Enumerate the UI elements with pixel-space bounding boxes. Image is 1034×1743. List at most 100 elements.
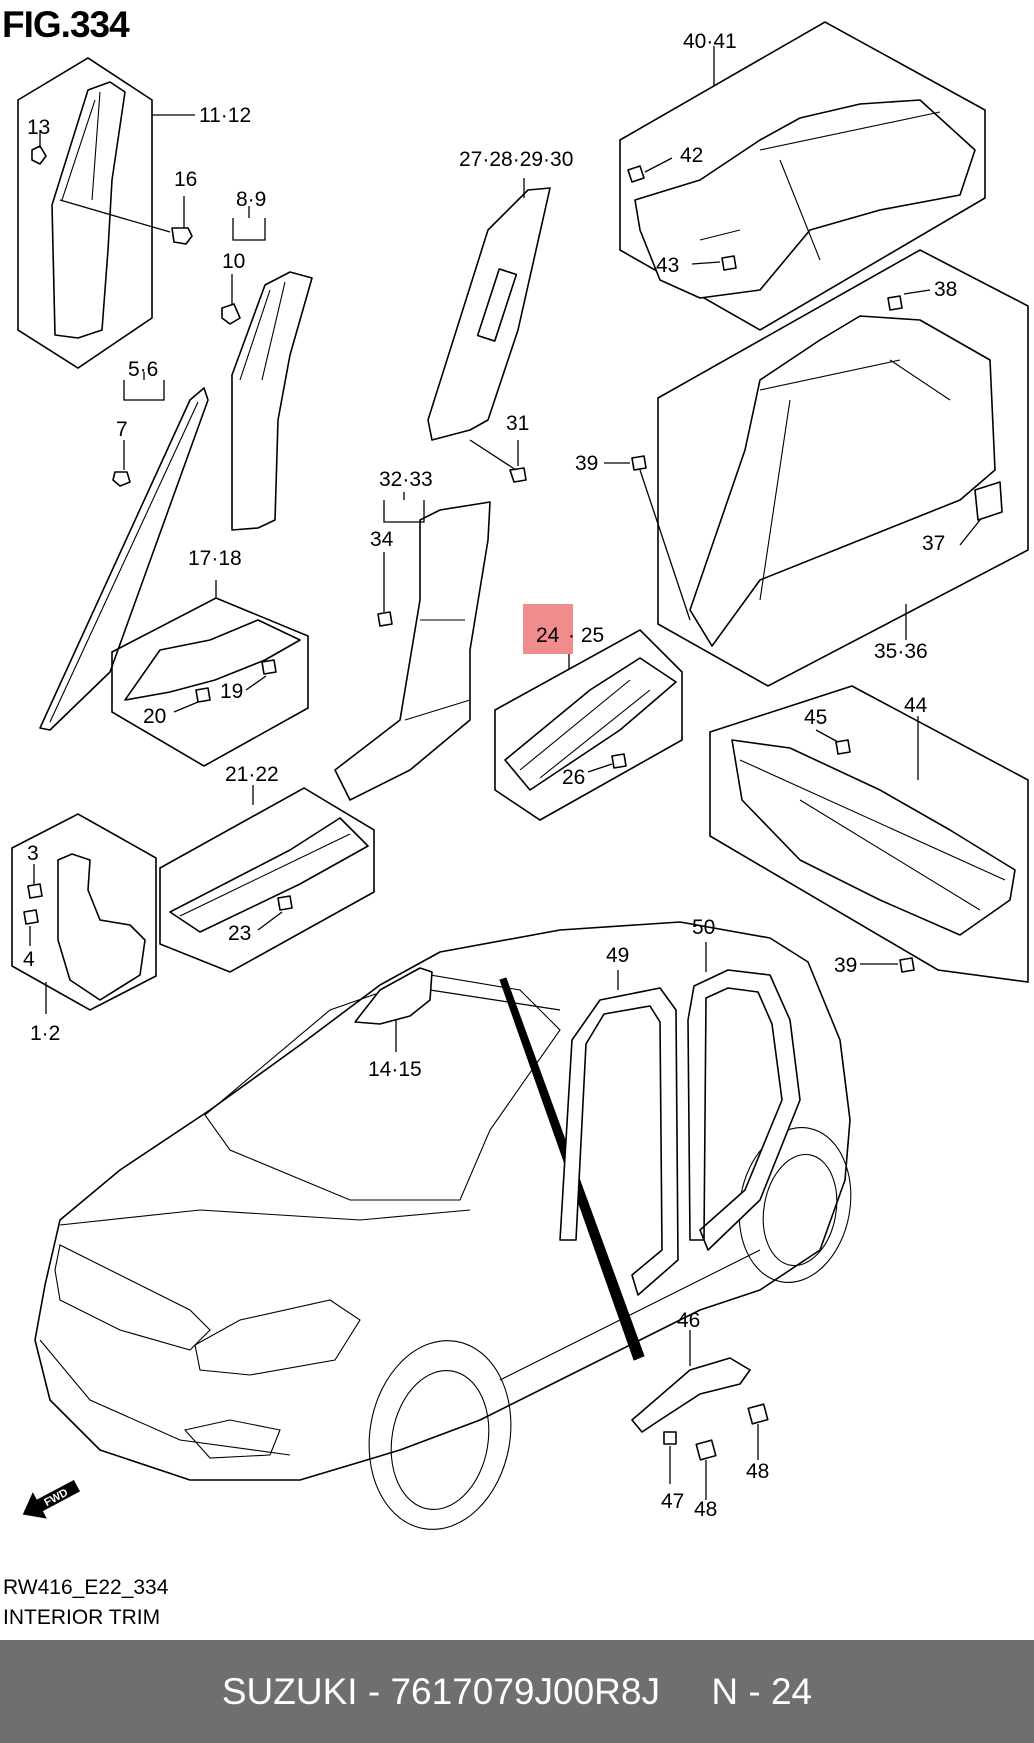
callout-43: 43 <box>656 254 679 277</box>
group-box-11-12 <box>17 57 153 369</box>
callout-38: 38 <box>934 278 957 301</box>
part-group-32-33: 32·33 34 <box>334 468 491 801</box>
part-group-8-9: 8·9 10 <box>221 188 313 531</box>
quarter-trim-40-41 <box>634 99 976 299</box>
callout-32-33: 32·33 <box>379 468 433 491</box>
grille <box>54 1244 211 1351</box>
callout-10: 10 <box>222 250 245 273</box>
callout-19: 19 <box>220 680 243 703</box>
footer-separator: - <box>357 1670 391 1712</box>
callout-40-41: 40·41 <box>683 30 737 53</box>
callout-50: 50 <box>692 916 715 939</box>
callout-39-upper: 39 <box>575 452 598 475</box>
group-box-21-22 <box>159 787 375 973</box>
clip-39-icon <box>631 455 647 471</box>
part-group-27-30: 27·28·29·30 31 <box>427 148 573 483</box>
car-body: 14·15 50 49 <box>34 916 852 1530</box>
callout-34: 34 <box>370 528 394 551</box>
callout-48-lower: 48 <box>694 1498 717 1521</box>
footer-ref: N - 24 <box>711 1670 813 1712</box>
part-group-24-25: 24 · 25 26 <box>494 604 683 821</box>
callout-48-upper: 48 <box>746 1460 769 1483</box>
callout-44: 44 <box>904 694 928 717</box>
callout-25: · 25 <box>568 624 604 647</box>
callout-4: 4 <box>23 948 35 971</box>
sill-scuff-24-25 <box>504 657 677 791</box>
cap-48-b-icon <box>695 1439 717 1461</box>
kick-panel-1-2 <box>57 853 146 1001</box>
part-group-40-41: 40·41 42 43 <box>619 21 986 331</box>
callout-7: 7 <box>116 418 128 441</box>
clip-20-icon <box>195 687 211 703</box>
callout-26: 26 <box>562 766 585 789</box>
group-box-1-2 <box>11 813 157 1011</box>
callout-8-9: 8·9 <box>236 188 266 211</box>
part-group-21-22: 21·22 23 <box>159 763 375 973</box>
callout-45: 45 <box>804 706 827 729</box>
clip-7-icon <box>112 471 131 487</box>
part-group-11-12: 11·12 13 16 <box>17 57 251 369</box>
footer-part-number: 7617079J00R8J <box>390 1670 660 1712</box>
callout-17-18: 17·18 <box>188 547 242 570</box>
part-group-44: 45 44 39 <box>709 685 1029 983</box>
callout-35-36: 35·36 <box>874 640 928 663</box>
callout-39-lower: 39 <box>834 954 857 977</box>
front-wheel-arch <box>368 1340 512 1530</box>
callout-5-6: 5·6 <box>128 358 158 381</box>
callout-27-30: 27·28·29·30 <box>459 148 573 171</box>
clip-10-icon <box>221 303 241 325</box>
group-box-40-41 <box>619 21 986 331</box>
group-box-24-25 <box>494 629 683 821</box>
clip-31-icon <box>509 467 527 483</box>
callout-16: 16 <box>174 168 197 191</box>
clip-39b-icon <box>899 957 915 973</box>
callout-11-12: 11·12 <box>199 104 251 127</box>
clip-45-icon <box>835 739 851 755</box>
cowl-trim-17-18 <box>124 619 301 701</box>
callout-31: 31 <box>506 412 529 435</box>
foglamp <box>183 1419 281 1459</box>
clip-38-icon <box>887 295 903 311</box>
callout-37: 37 <box>922 532 945 555</box>
hood-line <box>59 1209 471 1226</box>
bracket-14-15 <box>354 967 433 1025</box>
footer-bar: SUZUKI - 7617079J00R8J N - 24 <box>0 1640 1034 1743</box>
clip-34-icon <box>377 611 393 627</box>
cap-37-icon <box>974 481 1003 521</box>
clip-23-icon <box>277 895 293 911</box>
interior-trim-diagram: 11·12 13 16 8·9 10 5·6 7 27·28·29·30 31 <box>11 21 1029 1530</box>
door-seal-50 <box>687 969 801 1251</box>
part-group-46: 46 47 48 48 <box>631 1309 769 1521</box>
door-seal-49 <box>559 987 679 1296</box>
callout-1-2: 1·2 <box>30 1022 60 1045</box>
part-group-5-6: 5·6 7 <box>39 358 209 731</box>
front-bumper-lip <box>39 1339 291 1456</box>
fwd-label: FWD <box>42 1487 70 1509</box>
callout-21-22: 21·22 <box>225 763 279 786</box>
headlamp <box>194 1299 361 1376</box>
rear-wheel <box>762 1153 838 1267</box>
fwd-arrow-icon: FWD <box>22 1479 80 1519</box>
callout-42: 42 <box>680 144 703 167</box>
clip-42-icon <box>627 165 645 183</box>
garnish-5-6 <box>39 387 209 731</box>
figure-caption: INTERIOR TRIM <box>3 1606 161 1629</box>
footer-brand: SUZUKI <box>221 1670 358 1712</box>
callout-47: 47 <box>661 1490 684 1513</box>
pillar-lower-8-9 <box>231 271 313 531</box>
part-group-1-2: 3 4 1·2 <box>11 813 157 1045</box>
clip-4-icon <box>23 909 39 925</box>
cap-48-a-icon <box>747 1403 769 1425</box>
car-outline <box>34 921 851 1481</box>
callout-24: 24 <box>536 624 560 647</box>
part-group-17-18: 17·18 19 20 <box>111 547 309 767</box>
screw-47-icon <box>663 1431 677 1445</box>
group-box-35-36 <box>657 249 1029 687</box>
figure-code: RW416_E22_334 <box>3 1576 169 1599</box>
callout-49: 49 <box>606 944 629 967</box>
seatbelt-slot <box>476 268 518 342</box>
assist-grip-46 <box>631 1357 751 1433</box>
callout-23: 23 <box>228 922 251 945</box>
quarter-trim-35-36 <box>689 315 996 647</box>
callout-13: 13 <box>27 116 50 139</box>
